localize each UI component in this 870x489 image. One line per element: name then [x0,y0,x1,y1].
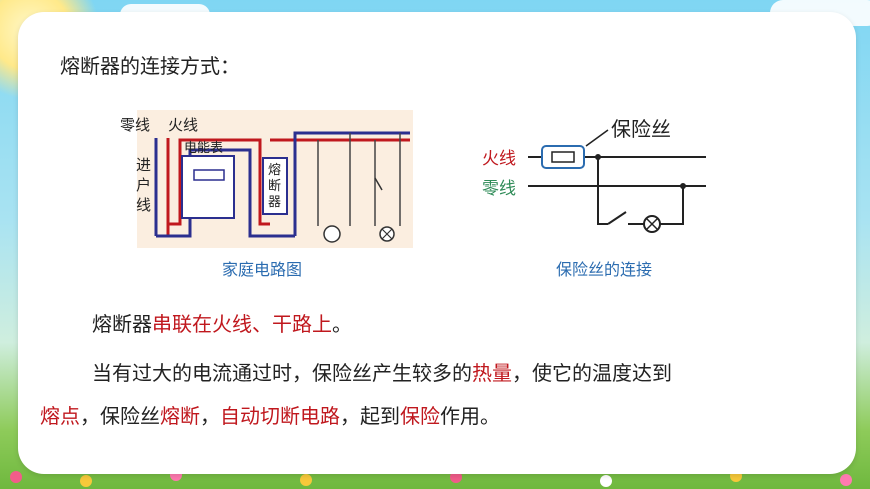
text-segment: ，保险丝 [80,404,160,428]
text-segment: 当有过大的电流通过时，保险丝产生较多的 [92,361,472,385]
flower-decoration [80,475,92,487]
live-label: 火线 [482,149,516,169]
highlight-text: 熔点 [40,404,80,428]
household-circuit-caption: 家庭电路图 [222,260,303,279]
neutral-wire-path [156,148,295,238]
lamp-cross [381,228,393,240]
fuse-connection-diagram: 保险丝 火线 零线 [482,117,706,233]
text-segment: ，使它的温度达到 [512,361,672,385]
live-wire-path [168,138,270,226]
flower-decoration [600,475,612,487]
fuse-connection-caption: 保险丝的连接 [556,260,653,279]
flower-decoration [840,474,852,486]
neutral-label: 零线 [482,179,516,199]
page-title: 熔断器的连接方式： [60,54,240,78]
text-segment: 。 [332,312,352,336]
highlight-text: 热量 [472,361,512,385]
highlight-text: 自动切断电路 [220,404,340,428]
neutral-label: 零线 [120,116,150,134]
meter-box [181,155,235,219]
switch-icon [607,211,627,225]
household-circuit-diagram: 零线 火线 电能表 进 户 线 熔 断 器 [120,110,413,248]
text-segment: ， [200,404,220,428]
branch-wire [660,186,684,225]
fuse-pointer [585,129,609,147]
service-line-label: 进 [136,156,151,174]
branch-wire [597,157,608,225]
meter-display [193,169,225,181]
fuse-label: 保险丝 [611,117,671,141]
paragraph-series-connection: 熔断器串联在火线、干路上。 [92,308,352,340]
text-segment: 作用。 [440,404,500,428]
lamp-cross [645,217,659,231]
flower-decoration [10,471,22,483]
meter-label: 电能表 [184,141,223,156]
live-label: 火线 [168,116,198,134]
fuse-label: 熔 [268,163,281,178]
neutral-main-wire [293,131,410,236]
fuse-icon [551,151,575,163]
paragraph-fuse-action: 熔点，保险丝熔断，自动切断电路，起到保险作用。 [40,400,500,432]
fuse-box [262,157,288,215]
service-line-label: 线 [136,196,151,214]
highlight-text: 保险 [400,404,440,428]
highlight-text: 熔断 [160,404,200,428]
fuse-label: 器 [268,195,281,210]
highlight-text: 串联在火线、干路上 [152,312,332,336]
flower-decoration [450,471,462,483]
flower-decoration [300,474,312,486]
switch-icon [374,177,383,191]
fuse-label: 断 [268,179,281,194]
text-segment: ，起到 [340,404,400,428]
text-segment: 熔断器 [92,312,152,336]
paragraph-overcurrent: 当有过大的电流通过时，保险丝产生较多的热量，使它的温度达到 [92,357,672,389]
service-line-label: 户 [136,176,151,194]
socket-icon [323,225,341,243]
